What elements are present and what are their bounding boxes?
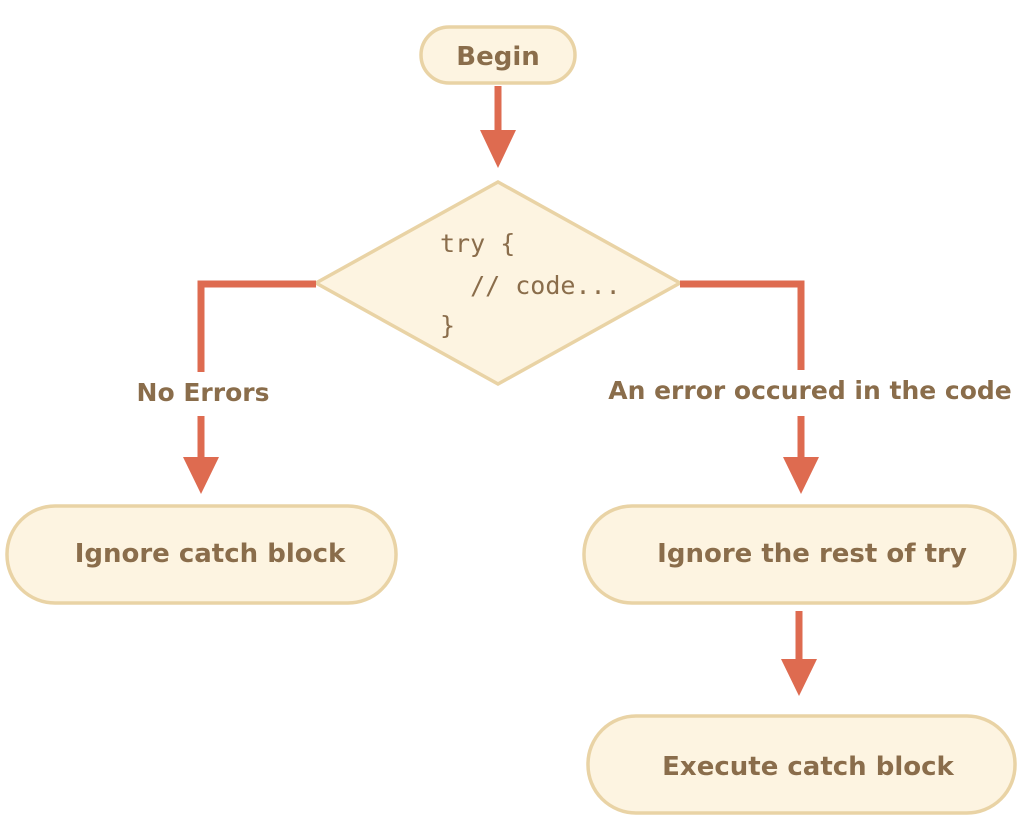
try-decision-node: try { // code... }: [312, 179, 684, 387]
edge-error-occured-line-upper: [680, 280, 805, 370]
ignore-catch-node-shape: [5, 504, 398, 605]
execute-catch-node: Execute catch block: [586, 714, 1017, 815]
begin-node-label: Begin: [456, 42, 539, 72]
ignore-rest-node-label: Ignore the rest of try: [657, 539, 967, 569]
ignore-catch-node-label: Ignore catch block: [75, 539, 346, 569]
edge-begin-to-decision-arrowhead: [480, 130, 516, 168]
ignore-rest-node: Ignore the rest of try: [582, 504, 1017, 605]
edge-no-errors-line-upper: [197, 280, 316, 372]
try-code-line-3: }: [440, 311, 455, 340]
ignore-catch-node: Ignore catch block: [5, 504, 398, 605]
execute-catch-node-label: Execute catch block: [662, 752, 954, 782]
edge-begin-to-decision: [480, 86, 516, 168]
edge-rest-to-execute-arrowhead: [781, 659, 817, 696]
ignore-rest-node-shape: [582, 504, 1017, 605]
edge-error-occured-arrowhead: [783, 457, 819, 494]
edge-no-errors-arrowhead: [183, 457, 219, 494]
try-code-line-2: // code...: [440, 271, 621, 300]
edge-no-errors: No Errors: [137, 280, 316, 494]
edge-rest-to-execute: [781, 611, 817, 696]
begin-node: Begin: [419, 25, 577, 85]
try-decision-shape: [312, 179, 684, 387]
edge-error-occured: An error occured in the code: [608, 280, 1012, 494]
try-code-line-1: try {: [440, 229, 515, 258]
edge-no-errors-label: No Errors: [137, 378, 270, 407]
execute-catch-node-shape: [586, 714, 1017, 815]
begin-node-shape: [419, 25, 577, 85]
edge-error-occured-label: An error occured in the code: [608, 376, 1012, 405]
